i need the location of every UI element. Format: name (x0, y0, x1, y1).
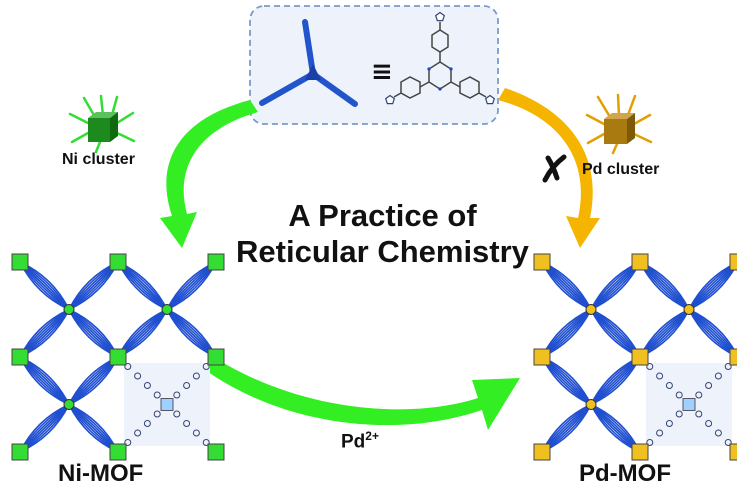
pd-mof-node (729, 443, 737, 461)
pd-ion-base: Pd (341, 431, 366, 453)
ni-mof-label: Ni-MOF (58, 460, 144, 487)
pd-mof-node (729, 253, 737, 271)
pd-mof-node (631, 253, 649, 271)
linker-box (249, 5, 499, 125)
ni-mof-node (109, 253, 127, 271)
pd-cluster-label: Pd cluster (582, 161, 660, 178)
orange-curved-arrow (498, 88, 600, 248)
ni-mof-cell (114, 353, 220, 456)
equals-sign: ≡ (371, 57, 393, 87)
pd-mof-cell (541, 261, 641, 358)
title-line-1: A Practice of (288, 198, 477, 233)
ni-mof-node (207, 253, 225, 271)
pd-mof-cell (541, 356, 641, 453)
pd-mof-cell (639, 261, 737, 358)
ni-cluster-icon (68, 94, 136, 154)
ni-mof-node (207, 443, 225, 461)
pd-mof-framework (533, 253, 737, 461)
ni-mof-node (11, 348, 29, 366)
pd-mof-cell (636, 353, 737, 456)
pd-ion-charge: 2+ (365, 429, 379, 443)
pd-mof-node (533, 443, 551, 461)
ni-cluster-label: Ni cluster (62, 151, 135, 168)
tripodal-linker-icon (259, 19, 358, 107)
ni-mof-node (109, 348, 127, 366)
linker-molecule-icon (393, 22, 487, 99)
ni-mof-node (109, 443, 127, 461)
blocked-x-icon (542, 154, 567, 183)
ni-mof-node (207, 348, 225, 366)
pd-mof-node (533, 253, 551, 271)
ni-mof-cell (117, 261, 217, 358)
title-line-2: Reticular Chemistry (236, 234, 529, 269)
exchange-arrow (208, 356, 520, 430)
ni-mof-cell (19, 356, 119, 453)
pd-mof-node (631, 443, 649, 461)
pd-mof-node (631, 348, 649, 366)
pd-cluster-icon (585, 93, 653, 155)
ni-mof-framework (11, 253, 225, 461)
pd-mof-node (533, 348, 551, 366)
ni-mof-node (11, 443, 29, 461)
pd-mof-label: Pd-MOF (579, 460, 671, 487)
ni-mof-cell (19, 261, 119, 358)
pd-ion-label: Pd2+ (341, 429, 379, 453)
ni-mof-node (11, 253, 29, 271)
green-curved-arrow (160, 100, 258, 248)
pd-mof-node (729, 348, 737, 366)
